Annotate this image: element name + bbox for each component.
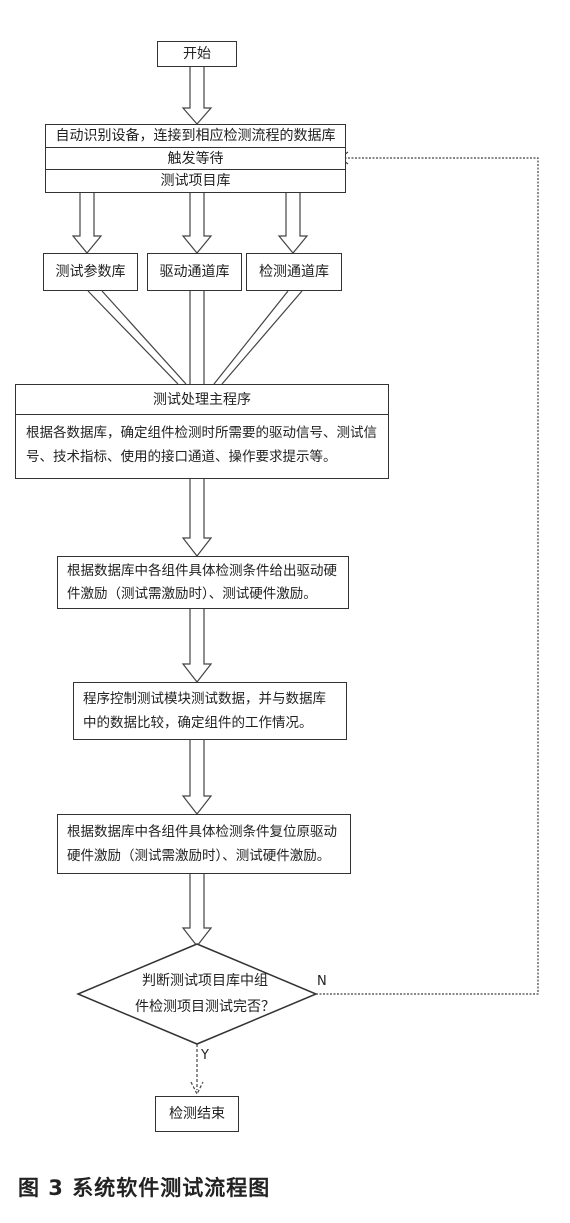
converge-lib1 [87,290,187,385]
trigger-label: 触发等待 [167,150,224,167]
main-program-box: 测试处理主程序 根据各数据库，确定组件检测时所需要的驱动信号、测试信号、技术指标… [15,384,389,479]
test-items-label: 测试项目库 [160,173,231,189]
start-node: 开始 [157,41,237,67]
library-detect-channels: 检测通道库 [246,253,342,291]
arrow-main-to-stimulus [181,478,213,557]
figure-caption: 图 3 系统软件测试流程图 [18,1176,271,1200]
trigger-row: 触发等待 [46,148,345,170]
decision-line-1: 判断测试项目库中组 [142,973,268,989]
library-drive-channels-label: 驱动通道库 [159,264,230,280]
connect-label: 自动识别设备，连接到相应检测流程的数据库 [55,128,336,144]
arrow-db-to-lib2 [181,192,213,254]
converge-lib2 [189,291,205,384]
arrow-db-to-lib1 [71,192,103,254]
database-connect-box: 自动识别设备，连接到相应检测流程的数据库 触发等待 测试项目库 [45,124,346,193]
step-reset-stimulus: 根据数据库中各组件具体检测条件复位原驱动硬件激励（测试需激励时）、测试硬件激励。 [57,814,351,874]
end-label: 检测结束 [169,1106,225,1122]
loop-back-line [316,157,539,995]
start-label: 开始 [183,46,211,62]
decision-line-2: 件检测项目测试完否？ [135,999,275,1015]
arrow-compare-to-reset [181,740,213,815]
arrow-reset-to-decision [181,874,213,947]
arrow-decision-to-end [190,1044,204,1096]
end-node: 检测结束 [155,1096,239,1132]
main-program-body: 根据各数据库，确定组件检测时所需要的驱动信号、测试信号、技术指标、使用的接口通道… [26,425,377,465]
arrow-db-to-lib3 [277,192,309,254]
library-test-params: 测试参数库 [43,253,138,291]
decision-no-label: N [317,974,327,989]
step-compare-data: 程序控制测试模块测试数据，并与数据库中的数据比较，确定组件的工作情况。 [73,682,347,740]
test-items-row: 测试项目库 [46,170,345,192]
connect-row: 自动识别设备，连接到相应检测流程的数据库 [46,125,345,148]
converge-lib3 [213,290,303,385]
library-detect-channels-label: 检测通道库 [259,264,329,280]
step-apply-stimulus: 根据数据库中各组件具体检测条件给出驱动硬件激励（测试需激励时）、测试硬件激励。 [57,556,349,609]
decision-text: 判断测试项目库中组 件检测项目测试完否？ [110,968,300,1020]
arrow-stimulus-to-compare [181,608,213,683]
main-program-title-row: 测试处理主程序 [16,385,388,415]
decision-yes-label: Y [201,1048,209,1063]
library-test-params-label: 测试参数库 [55,264,126,280]
library-drive-channels: 驱动通道库 [147,253,242,291]
main-program-title: 测试处理主程序 [153,391,251,408]
arrow-start-to-db [181,67,213,125]
decision-diamond [76,943,318,1045]
